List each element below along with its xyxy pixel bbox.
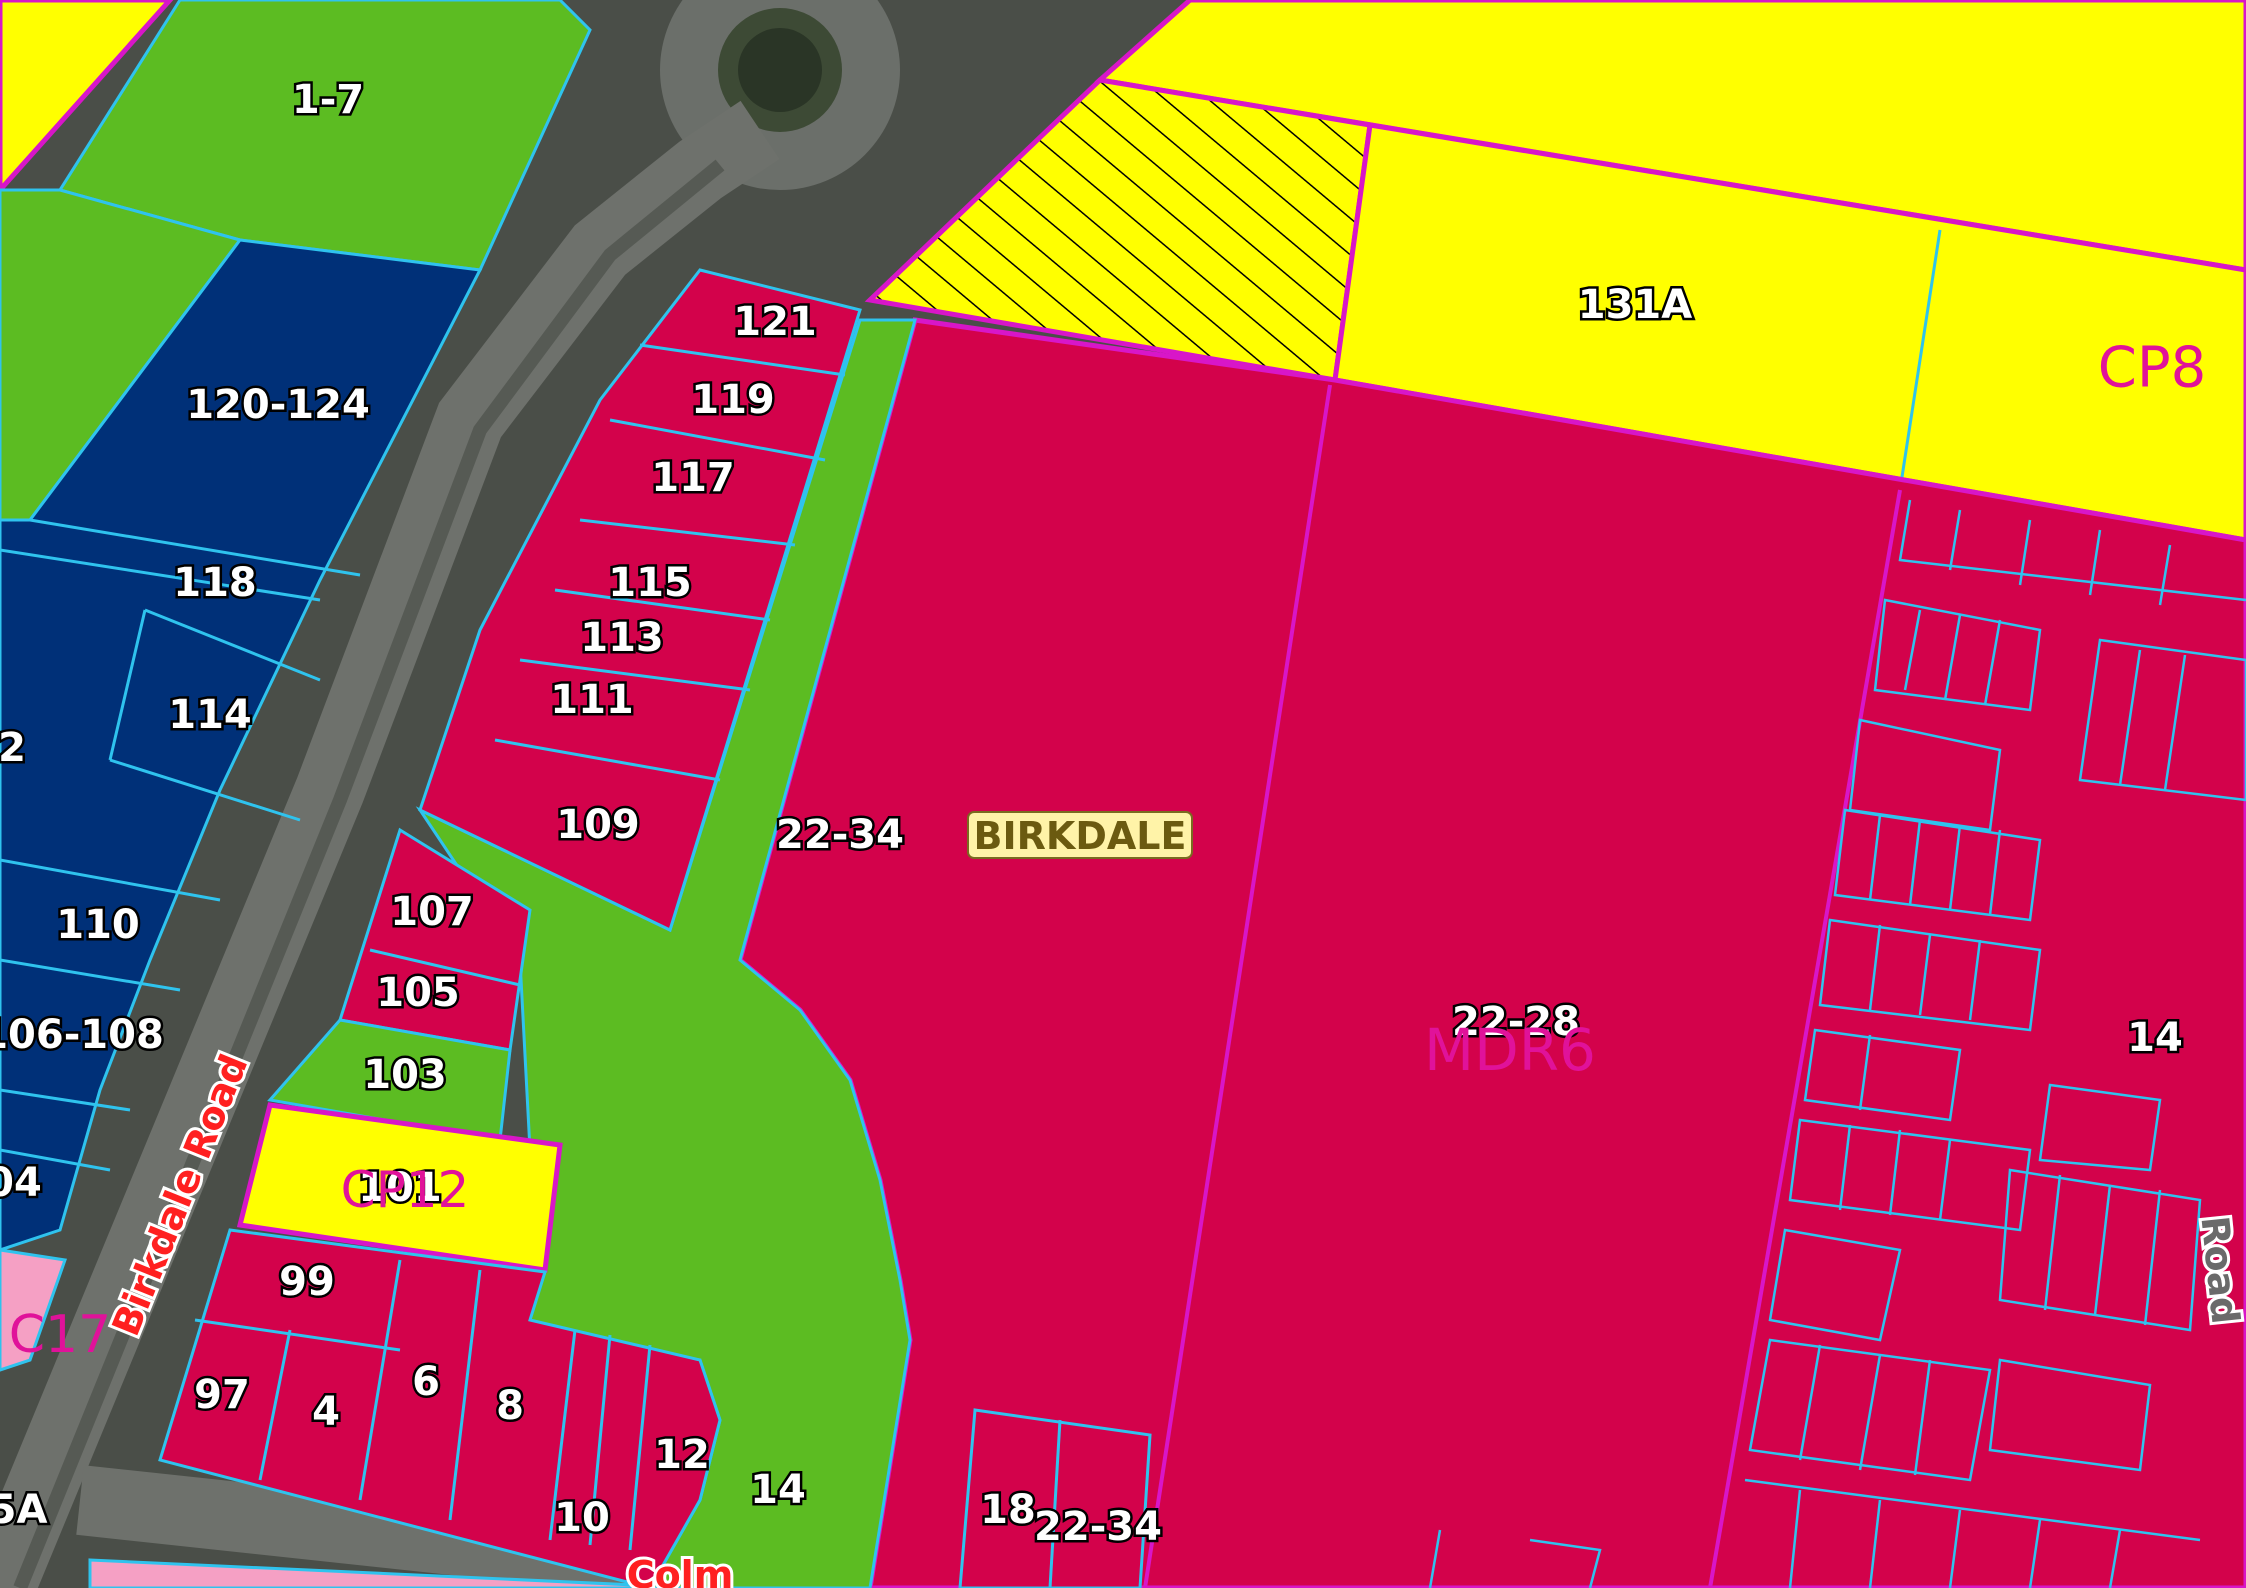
lot-line bbox=[639, 343, 846, 377]
commercial-zone-topleft bbox=[0, 0, 174, 194]
lot-label-121: 121 bbox=[733, 299, 817, 345]
road-label-bottom: Colm bbox=[627, 1553, 734, 1588]
lot-label-117: 117 bbox=[651, 455, 735, 501]
lot-label-118: 118 bbox=[173, 560, 257, 606]
lot-line bbox=[0, 858, 221, 902]
lot-label-4: 4 bbox=[312, 1389, 340, 1435]
community-zone-bottom bbox=[88, 1558, 701, 1588]
lot-label-114: 114 bbox=[168, 692, 252, 738]
lot-line bbox=[628, 1344, 652, 1551]
lot-line bbox=[194, 1318, 401, 1352]
lot-label-131a: 131A bbox=[1578, 282, 1692, 328]
lot-line bbox=[108, 609, 147, 761]
lot-line bbox=[358, 1259, 402, 1501]
lot-line bbox=[29, 518, 361, 577]
lot-line bbox=[0, 958, 181, 992]
lot-label-109: 109 bbox=[556, 802, 640, 848]
lot-label-22-34a: 22-34 bbox=[776, 812, 904, 858]
lot-label-12: 12 bbox=[654, 1432, 710, 1478]
lot-line bbox=[588, 1334, 612, 1546]
lot-line bbox=[1708, 489, 1902, 1588]
lot-label-22-28: 22-28 bbox=[1452, 999, 1580, 1045]
lot-label-103: 103 bbox=[363, 1052, 447, 1098]
lot-line bbox=[609, 418, 826, 462]
lot-line bbox=[554, 588, 771, 622]
lot-label-6: 6 bbox=[412, 1359, 440, 1405]
lot-line bbox=[519, 658, 751, 692]
lot-line bbox=[1143, 384, 1332, 1588]
lot-line bbox=[448, 1269, 482, 1521]
lot-label-22-34b: 22-34 bbox=[1034, 1504, 1162, 1550]
lot-label-104: 04 bbox=[0, 1160, 42, 1206]
zone-label-mdr6: MDR6 bbox=[1424, 1016, 1596, 1084]
lot-label-8: 8 bbox=[496, 1383, 524, 1429]
lot-label-99: 99 bbox=[279, 1259, 335, 1305]
lot-label-10: 10 bbox=[554, 1495, 610, 1541]
lot-line bbox=[579, 518, 796, 547]
lot-line bbox=[144, 608, 321, 682]
zone-label-cp8: CP8 bbox=[2098, 336, 2207, 401]
zone-label-cp12: CP12 bbox=[341, 1161, 470, 1219]
lot-line bbox=[494, 738, 721, 782]
residential-zone-mdr6 bbox=[737, 317, 2246, 1588]
lot-label-115: 115 bbox=[608, 560, 692, 606]
mixed-use-block bbox=[0, 238, 483, 1252]
lot-label-14b: 14 bbox=[2127, 1015, 2183, 1061]
lot-label-110: 110 bbox=[56, 902, 140, 948]
lot-line bbox=[109, 758, 301, 822]
lot-label-1-7: 1-7 bbox=[292, 77, 364, 123]
svg-text:BIRKDALE: BIRKDALE bbox=[974, 814, 1187, 858]
suburb-label: BIRKDALE bbox=[967, 811, 1193, 859]
lot-line bbox=[0, 1088, 131, 1112]
lot-label-113: 113 bbox=[580, 615, 664, 661]
birkdale-road-median bbox=[13, 159, 725, 1588]
lot-label-120-124: 120-124 bbox=[186, 382, 370, 428]
community-zone-c17 bbox=[0, 1248, 68, 1372]
lot-label-14a: 14 bbox=[750, 1467, 806, 1513]
lot-line bbox=[258, 1329, 292, 1481]
birkdale-road-carriageway bbox=[0, 100, 780, 1588]
zone-label-c17: C17 bbox=[9, 1305, 111, 1365]
subdivision-lots-right bbox=[1428, 499, 2246, 1588]
commercial-zone-top bbox=[1094, 0, 2246, 273]
lot-line bbox=[1048, 1419, 1062, 1588]
lot-label-95a: 5A bbox=[0, 1487, 47, 1533]
lot-label-101: 101 bbox=[358, 1165, 442, 1211]
residential-lots-lower bbox=[158, 1228, 722, 1588]
lot-line bbox=[0, 548, 321, 602]
lot-labels: 1-7 120-124 118 114 2 110 106-108 04 121 119 117 11… bbox=[0, 75, 2185, 1553]
lot-line bbox=[0, 1148, 111, 1172]
commercial-lot-131a bbox=[1332, 122, 2246, 543]
commercial-lot-101 bbox=[236, 1102, 563, 1273]
lot-label-111: 111 bbox=[550, 677, 634, 723]
lot-label-106-108: 106-108 bbox=[0, 1012, 164, 1058]
road-label-right: Road bbox=[2192, 1214, 2246, 1326]
lot-line bbox=[369, 948, 521, 987]
lot-label-107: 107 bbox=[390, 889, 474, 935]
lot-line bbox=[548, 1329, 577, 1541]
lot-label-112: 2 bbox=[0, 725, 26, 771]
lot-label-105: 105 bbox=[376, 970, 460, 1016]
lot-label-97: 97 bbox=[194, 1372, 250, 1418]
lot-label-18: 18 bbox=[980, 1487, 1036, 1533]
residential-lots-upper bbox=[418, 268, 862, 933]
lot-label-119: 119 bbox=[691, 377, 775, 423]
lot-line bbox=[1898, 229, 1942, 491]
